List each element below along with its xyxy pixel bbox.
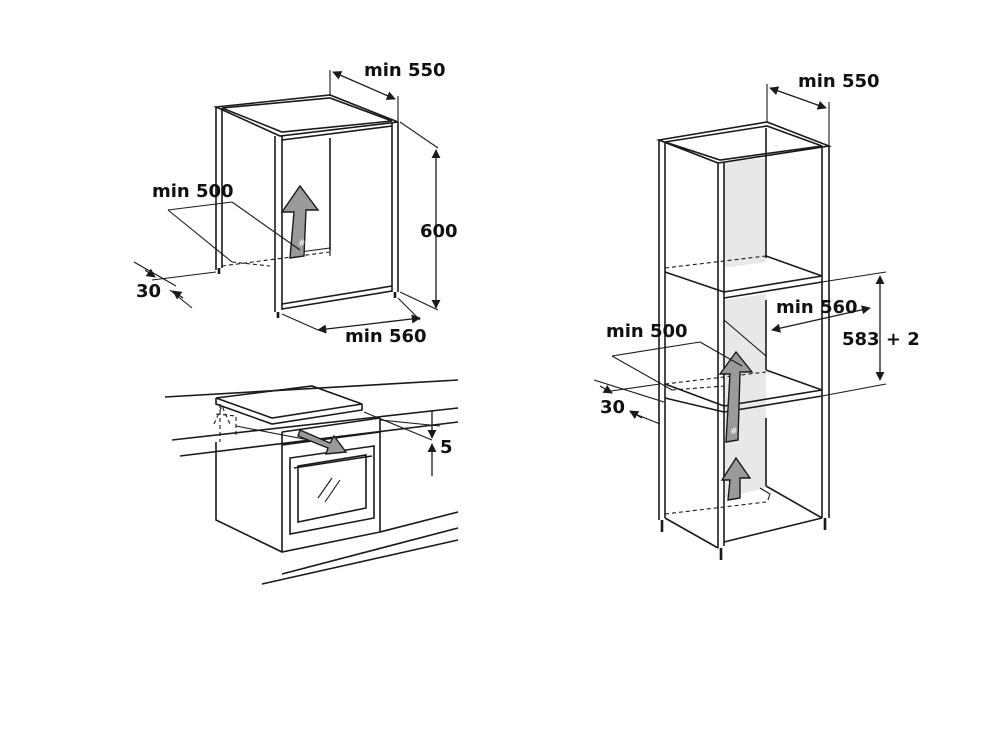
airflow-arrow-icon [280,184,320,259]
column-gap-label: 30 [600,397,625,418]
column-niche-height-label: 583 + 2 [842,329,920,350]
under-counter-cabinet: # min 550 600 min 560 min 500 30 [133,60,458,347]
oven-gap-label: 5 [440,437,453,458]
column-depth-label: min 560 [776,297,858,318]
column-airflow-arrow-upper-icon [718,350,754,443]
oven-airflow-arrow-icon [297,429,348,455]
cabinet-gap-label: 30 [136,281,161,302]
cabinet-depth-label: min 560 [345,326,427,347]
oven-installed-view: 5 [164,379,459,585]
airflow-mark-icon: # [298,239,306,249]
column-airflow-mark-icon: # [730,427,738,437]
column-cabinet: # min 550 min 560 583 + 2 min 500 30 [593,71,920,560]
column-airflow-arrow-lower-icon [720,456,752,501]
column-opening-label: min 500 [606,321,688,342]
column-width-label: min 550 [798,71,880,92]
cabinet-height-label: 600 [420,221,458,242]
cabinet-width-label: min 550 [364,60,446,81]
cabinet-opening-label: min 500 [152,181,234,202]
